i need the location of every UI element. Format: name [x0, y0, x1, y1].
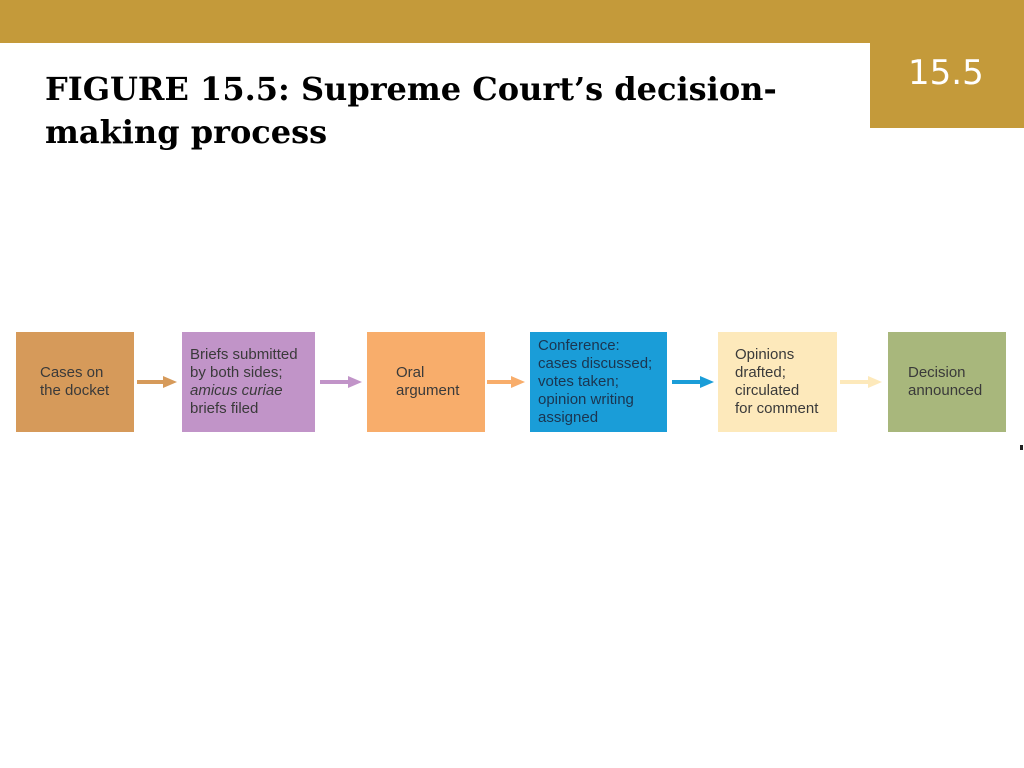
section-number-box: [870, 43, 1024, 128]
step-3-line-1: Oral: [396, 364, 425, 381]
step-briefs-submitted: Briefs submitted by both sides; amicus c…: [182, 332, 315, 432]
edge-mark: [1020, 445, 1023, 450]
step-4-line-2: cases discussed;: [538, 355, 653, 372]
step-opinions-drafted: Opinions drafted; circulated for comment: [718, 332, 837, 432]
step-5-line-3: circulated: [735, 382, 800, 399]
step-2-line-4: briefs filed: [190, 400, 259, 417]
step-5-line-4: for comment: [735, 400, 819, 417]
arrow-4-icon: [672, 376, 714, 388]
figure-title: FIGURE 15.5: Supreme Court’s decision-ma…: [45, 70, 777, 151]
step-2-line-3: amicus curiae: [190, 382, 283, 399]
section-number: 15.5: [908, 53, 984, 93]
step-cases-on-docket: Cases on the docket: [16, 332, 134, 432]
step-2-line-2: by both sides;: [190, 364, 283, 381]
top-banner: [0, 0, 1024, 43]
step-4-line-3: votes taken;: [538, 373, 619, 390]
step-3-line-2: argument: [396, 382, 460, 399]
step-2-line-1: Briefs submitted: [190, 346, 298, 363]
step-1-line-1: Cases on: [40, 364, 104, 381]
arrow-3-icon: [487, 376, 525, 388]
step-4-line-4: opinion writing: [538, 391, 634, 408]
step-decision-announced: Decision announced: [888, 332, 1006, 432]
step-4-line-5: assigned: [538, 409, 599, 426]
arrow-1-icon: [137, 376, 177, 388]
step-5-line-1: Opinions: [735, 346, 795, 363]
arrow-5-icon: [840, 376, 882, 388]
arrow-2-icon: [320, 376, 362, 388]
step-oral-argument: Oral argument: [367, 332, 485, 432]
step-6-line-1: Decision: [908, 364, 966, 381]
step-6-line-2: announced: [908, 382, 983, 399]
step-1-line-2: the docket: [40, 382, 110, 399]
step-conference: Conference: cases discussed; votes taken…: [530, 332, 667, 432]
step-4-line-1: Conference:: [538, 337, 620, 354]
step-5-line-2: drafted;: [735, 364, 786, 381]
